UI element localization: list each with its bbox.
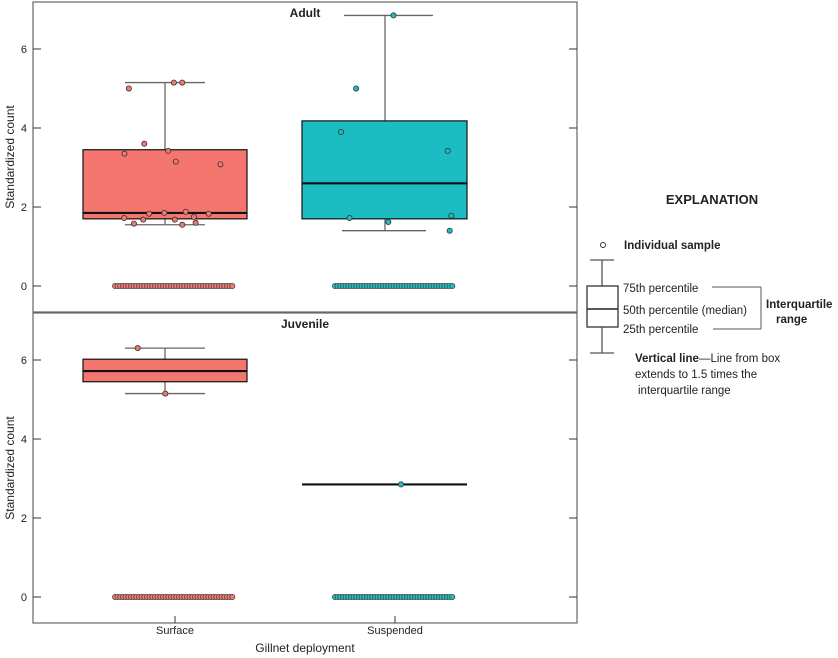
data-point	[390, 12, 397, 19]
legend-title: EXPLANATION	[666, 192, 758, 207]
data-point	[217, 161, 224, 168]
data-point	[171, 216, 178, 223]
legend-sample-marker	[600, 242, 606, 248]
data-point	[444, 147, 451, 154]
legend-vline-text2: extends to 1.5 times the	[635, 369, 757, 381]
legend-p25: 25th percentile	[623, 324, 698, 336]
data-point-zero	[449, 594, 456, 600]
legend-sample-label: Individual sample	[624, 240, 721, 252]
legend-vline-text1: —Line from box	[699, 353, 780, 365]
box-surface	[82, 79, 248, 289]
data-point-zero	[229, 283, 236, 289]
y-tick-label: 2	[21, 202, 27, 214]
y-tick-label: 4	[21, 123, 27, 135]
data-point	[146, 210, 153, 217]
y-axis-label: Standardized count	[3, 105, 17, 209]
data-point	[179, 79, 186, 86]
data-point	[448, 212, 455, 219]
data-point	[121, 215, 128, 222]
legend-p75: 75th percentile	[623, 283, 698, 295]
y-axis-label: Standardized count	[3, 416, 17, 520]
panel-title: Juvenile	[281, 317, 329, 331]
data-point-zero	[449, 283, 456, 289]
data-point	[125, 85, 132, 92]
data-point	[446, 227, 453, 234]
y-tick-label: 6	[21, 355, 27, 367]
data-point	[353, 85, 360, 92]
box-suspended	[302, 481, 467, 600]
legend-iqr-1: Interquartile	[766, 299, 832, 311]
legend-box-glyph	[586, 259, 762, 354]
data-point	[140, 216, 147, 223]
data-point	[192, 219, 199, 226]
data-point	[121, 150, 128, 157]
data-point	[130, 220, 137, 227]
data-point	[346, 215, 353, 222]
legend-vline: Vertical line—Line from box	[635, 353, 780, 365]
x-axis-label: Gillnet deployment	[255, 641, 355, 655]
data-point	[182, 208, 189, 215]
legend-vline-bold: Vertical line	[635, 353, 699, 365]
y-tick-label: 0	[21, 592, 27, 604]
x-tick-label: Suspended	[367, 625, 423, 637]
iqr-box	[82, 149, 248, 220]
data-point	[179, 221, 186, 228]
legend-vline-text3: interquartile range	[638, 385, 731, 397]
data-point	[161, 209, 168, 216]
data-point	[338, 128, 345, 135]
box-suspended	[301, 12, 468, 289]
y-tick-label: 4	[21, 434, 27, 446]
iqr-box	[301, 120, 468, 220]
data-point-zero	[229, 594, 236, 600]
data-point	[170, 79, 177, 86]
data-point	[385, 219, 392, 226]
y-tick-label: 2	[21, 513, 27, 525]
legend-iqr-2: range	[776, 314, 807, 326]
data-point	[141, 140, 148, 147]
legend-p50: 50th percentile (median)	[623, 305, 747, 317]
data-point	[172, 158, 179, 165]
box-surface	[82, 345, 248, 600]
panel-title: Adult	[290, 6, 321, 20]
data-point	[205, 210, 212, 217]
data-point	[190, 213, 197, 220]
y-tick-label: 6	[21, 44, 27, 56]
data-point	[398, 481, 405, 488]
data-point	[165, 147, 172, 154]
data-point	[134, 345, 141, 352]
data-point	[162, 390, 169, 397]
x-tick-label: Surface	[156, 625, 194, 637]
y-tick-label: 0	[21, 281, 27, 293]
